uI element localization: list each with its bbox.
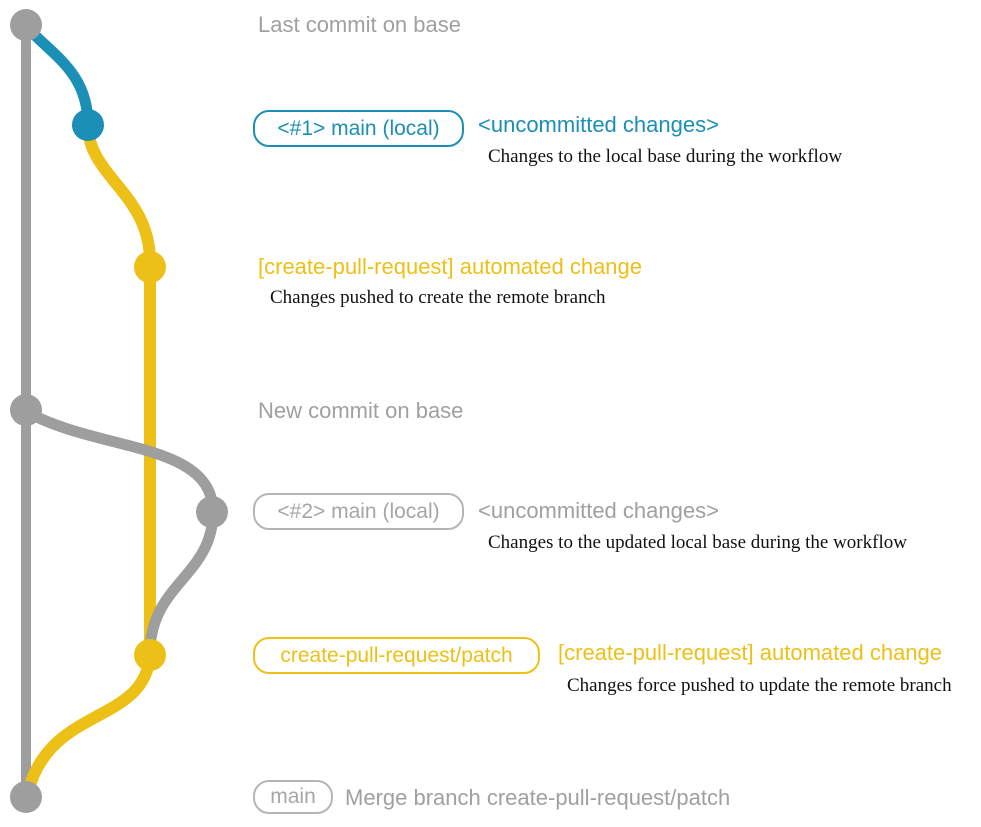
uncommitted-changes-1-note: Changes to the local base during the wor… (488, 146, 843, 167)
commit-dot-remote-branch-updated (134, 639, 166, 671)
branch-label-main: main (253, 780, 333, 814)
branch-label-create-pull-request-patch: create-pull-request/patch (253, 637, 540, 674)
last-commit-on-base-message: Last commit on base (258, 12, 461, 37)
commit-dot-local-main-1 (72, 109, 104, 141)
automated-change-1-message: [create-pull-request] automated change (258, 254, 643, 279)
local-main-2-curve (21, 406, 219, 659)
commit-dot-new-commit-on-base (10, 394, 42, 426)
new-commit-on-base-message: New commit on base (258, 398, 464, 423)
uncommitted-changes-2-message: <uncommitted changes> (478, 498, 719, 523)
commit-dot-local-main-2 (196, 496, 228, 528)
local-main-1-curve (21, 21, 94, 131)
commit-dot-last-commit-on-base (10, 9, 42, 41)
uncommitted-changes-2-note: Changes to the updated local base during… (488, 532, 907, 553)
commit-dot-remote-branch-created (134, 251, 166, 283)
automated-change-1-note: Changes pushed to create the remote bran… (270, 287, 606, 308)
automated-change-2-message: [create-pull-request] automated change (558, 640, 943, 665)
branch-label-main-local-2: <#2> main (local) (253, 493, 464, 530)
uncommitted-changes-1-message: <uncommitted changes> (478, 112, 719, 137)
create-pull-request-branch-line (22, 119, 156, 798)
commit-dot-merge (10, 781, 42, 813)
automated-change-2-note: Changes force pushed to update the remot… (567, 675, 952, 696)
branch-label-main-local-1: <#1> main (local) (253, 110, 464, 147)
merge-commit-message: Merge branch create-pull-request/patch (345, 785, 731, 810)
